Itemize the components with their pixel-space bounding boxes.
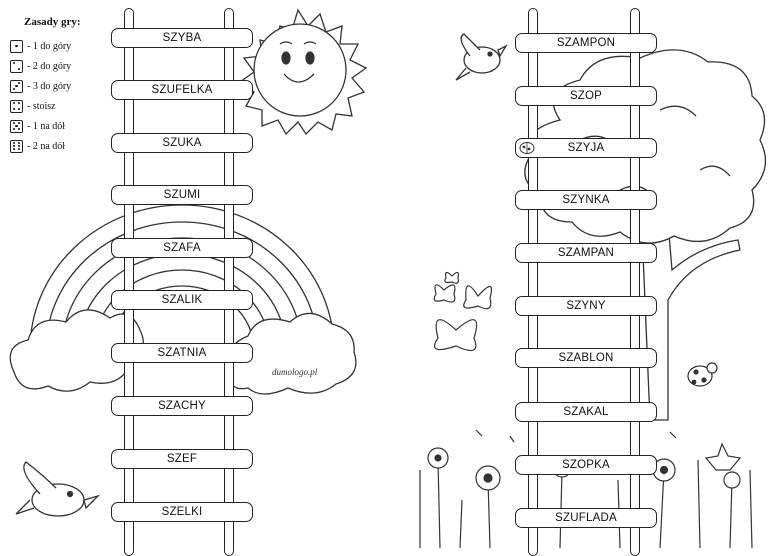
die-6-icon	[10, 139, 23, 153]
word-rung[interactable]: SZOPKA	[515, 455, 657, 475]
word-rung[interactable]: SZYBA	[111, 28, 253, 48]
die-1-icon	[10, 39, 23, 53]
rule-item: - 1 do góry	[10, 36, 110, 56]
word-rung[interactable]: SZEF	[111, 449, 253, 469]
word-rung[interactable]: SZAMPON	[515, 33, 657, 53]
word-rung[interactable]: SZOP	[515, 86, 657, 106]
word-rung[interactable]: SZALIK	[111, 290, 253, 310]
sun-illustration	[238, 8, 368, 136]
rule-item: - 2 na dół	[10, 136, 110, 156]
bird-illustration	[15, 461, 101, 517]
die-4-icon	[10, 99, 23, 113]
die-3-icon	[10, 79, 23, 93]
word-rung[interactable]: SZAMPAN	[515, 243, 657, 263]
word-rung[interactable]: SZUMI	[111, 185, 253, 205]
word-rung[interactable]: SZABLON	[515, 348, 657, 368]
rule-text: - 1 do góry	[27, 40, 72, 52]
rule-item: - 3 do góry	[10, 76, 110, 96]
rules-title: Zasady gry:	[24, 16, 81, 28]
rule-text: - 2 do góry	[27, 60, 72, 72]
cloud-illustration	[9, 309, 357, 395]
bird-illustration-flying	[455, 33, 508, 81]
word-rung[interactable]: SZACHY	[111, 396, 253, 416]
rule-text: - 2 na dół	[27, 140, 66, 152]
flower-meadow-illustration	[419, 429, 753, 549]
rule-text: - stoisz	[27, 100, 56, 112]
word-rung[interactable]: SZYNKA	[515, 190, 657, 210]
game-rules: Zasady gry: - 1 do góry - 2 do góry - 3 …	[10, 16, 110, 156]
ladybug-icon	[519, 142, 535, 154]
word-rung[interactable]: SZUKA	[111, 133, 253, 153]
word-rung[interactable]: SZELKI	[111, 502, 253, 522]
word-rung[interactable]: SZAKAL	[515, 402, 657, 422]
site-credit: dumologo.pl	[272, 367, 318, 377]
rule-text: - 3 do góry	[27, 80, 72, 92]
rule-item: - 1 na dół	[10, 116, 110, 136]
die-2-icon	[10, 59, 23, 73]
rule-text: - 1 na dół	[27, 120, 66, 132]
word-rung[interactable]: SZATNIA	[111, 343, 253, 363]
butterfly-illustration	[433, 271, 493, 352]
word-rung[interactable]: SZYJA	[515, 138, 657, 158]
ladybug-illustration	[687, 362, 718, 387]
word-rung[interactable]: SZUFELKA	[111, 80, 253, 100]
word-rung[interactable]: SZYNY	[515, 296, 657, 316]
die-5-icon	[10, 119, 23, 133]
rule-item: - stoisz	[10, 96, 110, 116]
word-rung[interactable]: SZAFA	[111, 238, 253, 258]
rule-item: - 2 do góry	[10, 56, 110, 76]
word-rung[interactable]: SZUFLADA	[515, 508, 657, 528]
